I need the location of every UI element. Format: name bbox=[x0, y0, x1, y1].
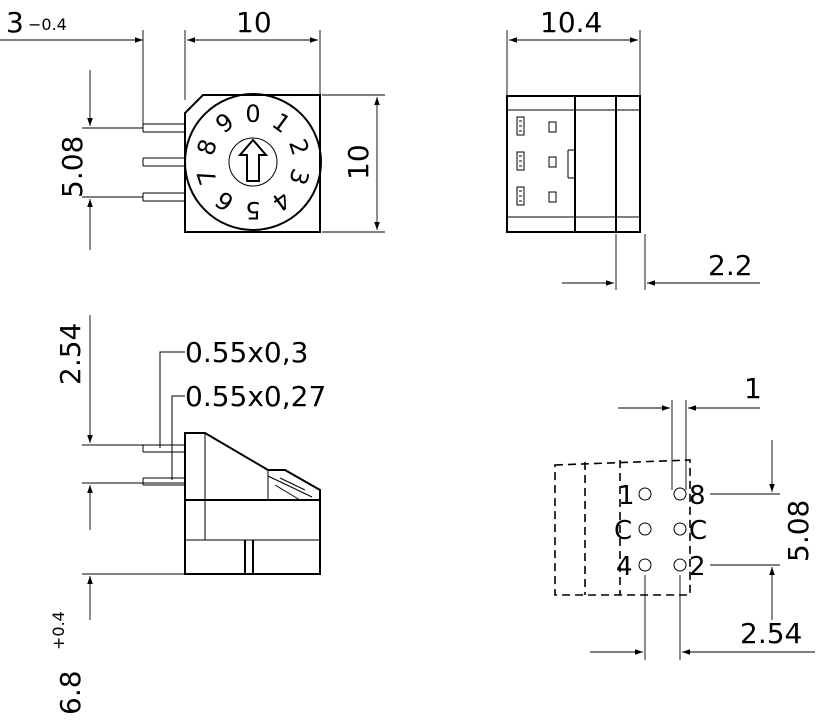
footprint: 1 1 C 4 8 C 2 5.08 2.54 bbox=[554, 372, 815, 660]
dim-lead-length: 3 bbox=[6, 6, 24, 39]
dial-digit-6: 6 bbox=[210, 185, 239, 217]
pad-label-right-3: 2 bbox=[689, 552, 706, 582]
dim-pin-pitch: 5.08 bbox=[56, 136, 89, 198]
dim-horizontal: 2.54 bbox=[740, 617, 802, 650]
pad-label-left-3: 4 bbox=[616, 552, 633, 582]
dial-digit-8: 8 bbox=[192, 136, 223, 159]
dial-digit-3: 3 bbox=[283, 165, 314, 188]
pad-label-right-1: 8 bbox=[689, 481, 706, 511]
dial-digit-4: 4 bbox=[267, 185, 296, 217]
pad-label-right-2: C bbox=[689, 516, 707, 546]
side-view-top: 10.4 2.2 bbox=[506, 6, 760, 290]
pad-label-left-1: 1 bbox=[618, 481, 635, 511]
dim-height-bottom-tol: +0.4 bbox=[49, 611, 68, 650]
dim-depth: 10.4 bbox=[540, 6, 602, 39]
dim-width: 10 bbox=[236, 6, 272, 39]
side-view-bottom: 2.54 0.55x0,3 0.55x0,27 6.8 +0.4 bbox=[49, 315, 326, 715]
dim-offset: 2.2 bbox=[708, 249, 753, 282]
dial-digit-0: 0 bbox=[245, 100, 260, 128]
pin-label-2: 0.55x0,27 bbox=[185, 380, 326, 413]
dim-lead-length-tol: −0.4 bbox=[28, 15, 67, 34]
dial-digit-5: 5 bbox=[245, 196, 260, 224]
dial-digit-2: 2 bbox=[283, 136, 314, 159]
dim-pad: 1 bbox=[744, 372, 762, 405]
pad-label-left-2: C bbox=[614, 516, 632, 546]
dim-pin-spacing: 2.54 bbox=[54, 323, 87, 385]
dial-digit-1: 1 bbox=[267, 107, 296, 139]
pin-label-1: 0.55x0,3 bbox=[185, 336, 308, 369]
dial-digit-9: 9 bbox=[210, 107, 239, 139]
dim-height-bottom: 6.8 bbox=[54, 670, 87, 715]
dim-height: 10 bbox=[342, 144, 375, 180]
dial-digit-7: 7 bbox=[192, 165, 223, 188]
dim-vertical: 5.08 bbox=[782, 500, 815, 562]
